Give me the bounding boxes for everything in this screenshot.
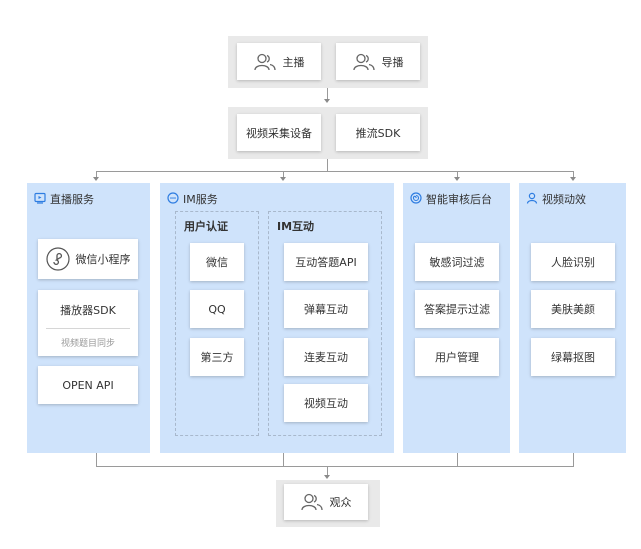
mini-program-icon [45,247,70,271]
interaction-mic-label: 连麦互动 [304,351,348,364]
interaction-danmaku-label: 弹幕互动 [304,303,348,316]
monitor-icon [34,192,46,207]
connector-line [327,159,328,171]
effects-item-card: 人脸识别 [531,243,615,281]
live-service-title: 直播服务 [34,191,94,207]
auth-qq-label: QQ [208,302,226,316]
connector-line [327,88,328,100]
connector-line [283,171,284,178]
capture-device-label: 视频采集设备 [246,126,312,140]
mini-program-card: 微信小程序 [38,239,138,279]
arrow-down-icon [324,475,330,479]
interaction-video-card: 视频互动 [284,384,368,422]
effects-item-label: 美肤美颜 [551,303,595,316]
push-sdk-card: 推流SDK [336,114,420,151]
person-icon [253,53,276,71]
player-sub-label: 视频题目同步 [60,339,115,349]
arrow-down-icon [280,177,286,181]
audit-item-card: 敏感词过滤 [415,243,499,281]
interaction-danmaku-card: 弹幕互动 [284,290,368,328]
effects-title-text: 视频动效 [542,193,586,206]
audit-item-card: 答案提示过滤 [415,290,499,328]
audit-title: 智能审核后台 [410,191,492,207]
audit-title-text: 智能审核后台 [426,193,492,206]
audit-item-label: 敏感词过滤 [429,256,485,269]
spiral-icon [410,191,422,207]
audit-item-label: 答案提示过滤 [424,303,490,316]
arrow-down-icon [570,177,576,181]
im-interaction-group: IM互动 [268,211,382,436]
arrow-down-icon [454,177,460,181]
player-sdk-card: 播放器SDK 视频题目同步 [38,290,138,356]
anchor-card: 主播 [237,43,321,80]
person-icon [352,53,375,71]
interaction-video-label: 视频互动 [304,397,348,410]
arrow-down-icon [324,99,330,103]
effects-item-label: 绿幕抠图 [551,351,595,364]
interaction-quiz-card: 互动答题API [284,243,368,281]
divider [46,328,130,329]
user-icon [526,192,538,207]
connector-line [96,171,574,172]
effects-item-card: 绿幕抠图 [531,338,615,376]
effects-item-label: 人脸识别 [551,256,595,269]
connector-line [283,453,284,466]
guide-label: 导播 [381,55,404,69]
person-icon [300,493,323,511]
push-sdk-label: 推流SDK [355,126,401,140]
live-service-title-text: 直播服务 [50,193,94,206]
im-service-title: IM服务 [167,191,218,207]
user-auth-group: 用户认证 [175,211,259,436]
auth-third-party-label: 第三方 [200,351,234,364]
connector-line [96,453,97,466]
connector-line [96,466,574,467]
connector-line [573,171,574,178]
audience-label: 观众 [329,496,352,509]
connector-line [573,453,574,466]
arrow-down-icon [93,177,99,181]
audit-item-label: 用户管理 [435,351,479,364]
effects-item-card: 美肤美颜 [531,290,615,328]
effects-title: 视频动效 [526,191,586,207]
auth-wechat-label: 微信 [206,256,228,269]
audience-card: 观众 [284,484,368,520]
auth-wechat-card: 微信 [190,243,244,281]
user-auth-title: 用户认证 [184,220,228,233]
anchor-label: 主播 [282,55,305,69]
connector-line [457,171,458,178]
im-service-title-text: IM服务 [183,193,218,206]
connector-line [96,171,97,178]
interaction-mic-card: 连麦互动 [284,338,368,376]
chat-icon [167,191,179,207]
open-api-label: OPEN API [62,378,114,392]
im-interaction-title: IM互动 [277,220,315,233]
audit-item-card: 用户管理 [415,338,499,376]
guide-card: 导播 [336,43,420,80]
auth-third-party-card: 第三方 [190,338,244,376]
connector-line [327,466,328,476]
auth-qq-card: QQ [190,290,244,328]
connector-line [457,453,458,466]
open-api-card: OPEN API [38,366,138,404]
player-sdk-label: 播放器SDK [60,304,116,317]
interaction-quiz-label: 互动答题API [295,256,357,269]
capture-device-card: 视频采集设备 [237,114,321,151]
mini-program-label: 微信小程序 [75,253,131,266]
